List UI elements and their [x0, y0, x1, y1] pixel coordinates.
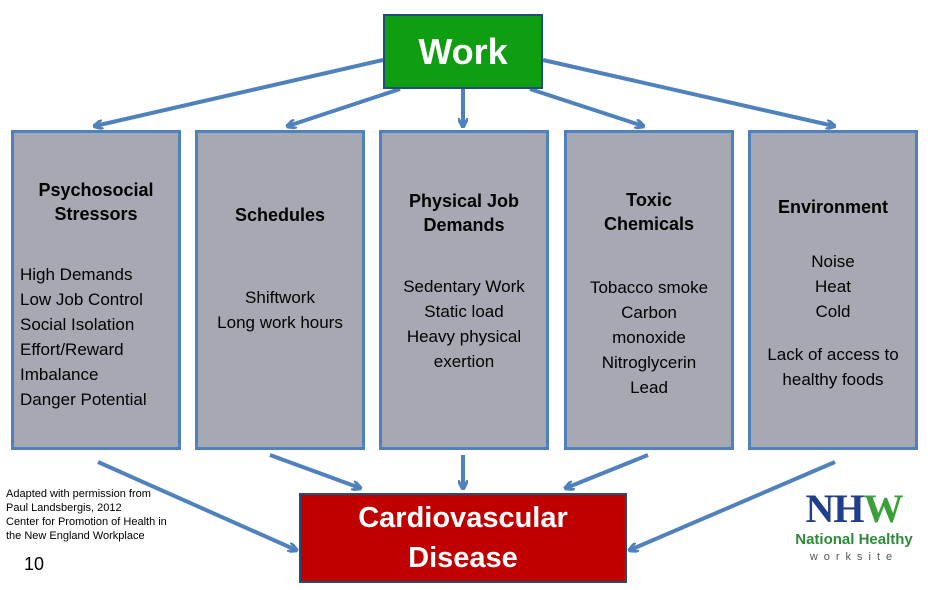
arrow-work-to-toxic	[529, 87, 643, 126]
category-toxic-chemicals: Toxic Chemicals Tobacco smoke Carbon mon…	[564, 130, 734, 450]
category-items: Tobacco smoke Carbon monoxide Nitroglyce…	[567, 275, 731, 400]
list-item: exertion	[433, 352, 495, 371]
logo-mark-right: W	[863, 486, 904, 531]
category-schedules: Schedules Shiftwork Long work hours	[195, 130, 365, 450]
list-item: Nitroglycerin	[601, 353, 697, 372]
category-title: Physical Job Demands	[382, 189, 546, 237]
list-item: Shiftwork	[245, 288, 315, 307]
disease-line-1: Cardiovascular	[358, 502, 568, 534]
category-items: Shiftwork Long work hours	[198, 285, 362, 335]
category-environment: Environment Noise Heat Cold Lack of acce…	[748, 130, 918, 450]
arrow-schedules-to-disease	[269, 453, 360, 488]
list-item: healthy foods	[782, 370, 884, 389]
list-item: Effort/Reward	[20, 340, 124, 359]
list-item: Social Isolation	[20, 315, 135, 334]
category-items: Noise Heat Cold Lack of access to health…	[751, 249, 915, 392]
arrow-work-to-schedules	[288, 87, 401, 126]
title-line: Environment	[777, 197, 888, 217]
list-item: Imbalance	[20, 365, 99, 384]
list-item: Tobacco smoke	[589, 278, 709, 297]
credit-line: the New England Workplace	[6, 530, 145, 542]
slide-number: 10	[24, 554, 45, 574]
category-title: Environment	[751, 195, 915, 219]
category-title: Schedules	[198, 203, 362, 227]
arrow-work-to-environment	[542, 58, 834, 126]
credit-line: Paul Landsbergis, 2012	[6, 502, 122, 514]
list-item: High Demands	[20, 265, 133, 284]
arrow-work-to-psychosocial	[95, 58, 384, 126]
category-title: Psychosocial Stressors	[14, 178, 178, 226]
cardiovascular-disease-box: Cardiovascular Disease	[299, 493, 627, 583]
list-item: Lead	[630, 378, 668, 397]
category-psychosocial-stressors: Psychosocial Stressors High Demands Low …	[11, 130, 181, 450]
list-item: Static load	[424, 302, 504, 321]
logo-mark: NHW	[774, 487, 934, 531]
nhw-logo: NHW National Healthy worksite	[774, 487, 934, 573]
title-line: Psychosocial	[38, 180, 154, 200]
list-item: monoxide	[612, 328, 686, 347]
list-item: Cold	[815, 302, 851, 321]
arrow-environment-to-disease	[630, 460, 836, 550]
list-item: Heat	[815, 277, 851, 296]
attribution-note: Adapted with permission from Paul Landsb…	[6, 487, 167, 543]
list-item	[751, 324, 915, 342]
list-item: Sedentary Work	[403, 277, 525, 296]
list-item: Noise	[811, 252, 855, 271]
list-item: Low Job Control	[20, 290, 143, 309]
logo-text-line2: worksite	[809, 551, 899, 563]
title-line: Physical Job	[408, 191, 520, 211]
work-label: Work	[418, 30, 508, 72]
category-items: High Demands Low Job Control Social Isol…	[14, 262, 178, 412]
list-item: Danger Potential	[20, 390, 147, 409]
list-item: Heavy physical	[406, 327, 522, 346]
title-line: Chemicals	[603, 214, 695, 234]
credit-line: Adapted with permission from	[6, 488, 151, 500]
title-line: Demands	[423, 215, 505, 235]
logo-text-line1: National Healthy	[795, 531, 913, 548]
logo-mark-left: NH	[805, 486, 865, 531]
list-item: Lack of access to	[767, 345, 899, 364]
category-title: Toxic Chemicals	[567, 188, 731, 236]
arrow-toxic-to-disease	[566, 453, 649, 488]
list-item: Long work hours	[217, 313, 343, 332]
title-line: Stressors	[54, 204, 138, 224]
disease-line-2: Disease	[408, 542, 518, 574]
arrow-psychosocial-to-disease	[97, 460, 296, 550]
title-line: Toxic	[626, 190, 672, 210]
work-box: Work	[383, 14, 543, 89]
category-physical-job-demands: Physical Job Demands Sedentary Work Stat…	[379, 130, 549, 450]
title-line: Schedules	[234, 205, 326, 225]
category-items: Sedentary Work Static load Heavy physica…	[382, 274, 546, 374]
credit-line: Center for Promotion of Health in	[6, 516, 167, 528]
list-item: Carbon	[621, 303, 677, 322]
